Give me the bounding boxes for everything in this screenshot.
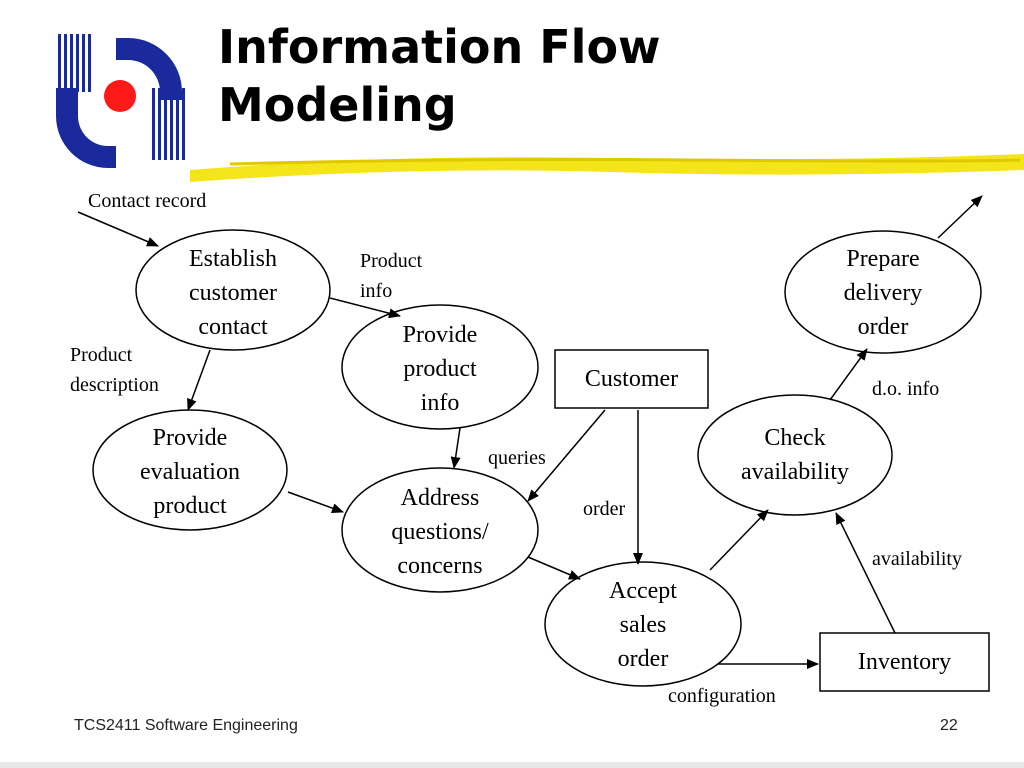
process-accept-sales-order [544, 561, 742, 687]
process-label-prepare: Prepare delivery order [843, 246, 923, 340]
process-label-establish: Establish customer contact [189, 246, 277, 340]
process-label-address: Address questions/ concerns [391, 485, 489, 579]
entity-inventory-box [819, 632, 990, 692]
process-label-check: Check availability [741, 425, 849, 485]
flow-label-contact-record: Contact record [88, 190, 207, 212]
flow-product-info [329, 297, 401, 319]
entity-customer-box [554, 349, 709, 409]
flow-do-info [829, 348, 868, 401]
slide-title: Information Flow Modeling [218, 18, 661, 134]
entity-inventory-label: Inventory [857, 649, 952, 675]
process-label-provide-info: Provide product info [402, 322, 478, 416]
process-prepare-delivery-order [784, 230, 982, 354]
footer-page-number: 22 [940, 717, 958, 734]
process-label-evaluation: Provide evaluation product [140, 425, 240, 519]
flow-label-product-description: Product description [70, 344, 159, 396]
flow-label-queries: queries [488, 447, 546, 469]
flow-label-configuration: configuration [668, 685, 776, 707]
flow-evaluation-to-address [287, 491, 344, 513]
flow-prepare-out [937, 195, 983, 239]
flow-label-product-info: Product info [360, 250, 423, 302]
flow-queries [527, 409, 606, 502]
footer-course-name: TCS2411 Software Engineering [74, 717, 298, 734]
flow-info-to-address [450, 427, 461, 469]
university-logo-icon [56, 34, 185, 168]
flow-contact-record [77, 211, 159, 247]
flow-address-to-accept [527, 556, 581, 580]
title-line-2: Modeling [218, 78, 457, 132]
flow-accept-to-check [709, 509, 769, 571]
flow-availability [835, 512, 896, 634]
process-check-availability [697, 394, 893, 516]
process-label-accept: Accept sales order [609, 578, 677, 672]
entity-customer-label: Customer [584, 366, 679, 392]
flow-label-order: order [583, 498, 626, 520]
process-provide-product-info [341, 304, 539, 430]
title-underline-highlight [190, 154, 1024, 182]
flow-label-do-info: d.o. info [872, 378, 940, 400]
bottom-bar [0, 762, 1024, 768]
flow-product-description [187, 349, 211, 411]
process-address-questions [341, 467, 539, 593]
process-establish-contact [135, 229, 331, 351]
flow-label-availability: availability [872, 548, 962, 570]
title-line-1: Information Flow [218, 20, 661, 74]
